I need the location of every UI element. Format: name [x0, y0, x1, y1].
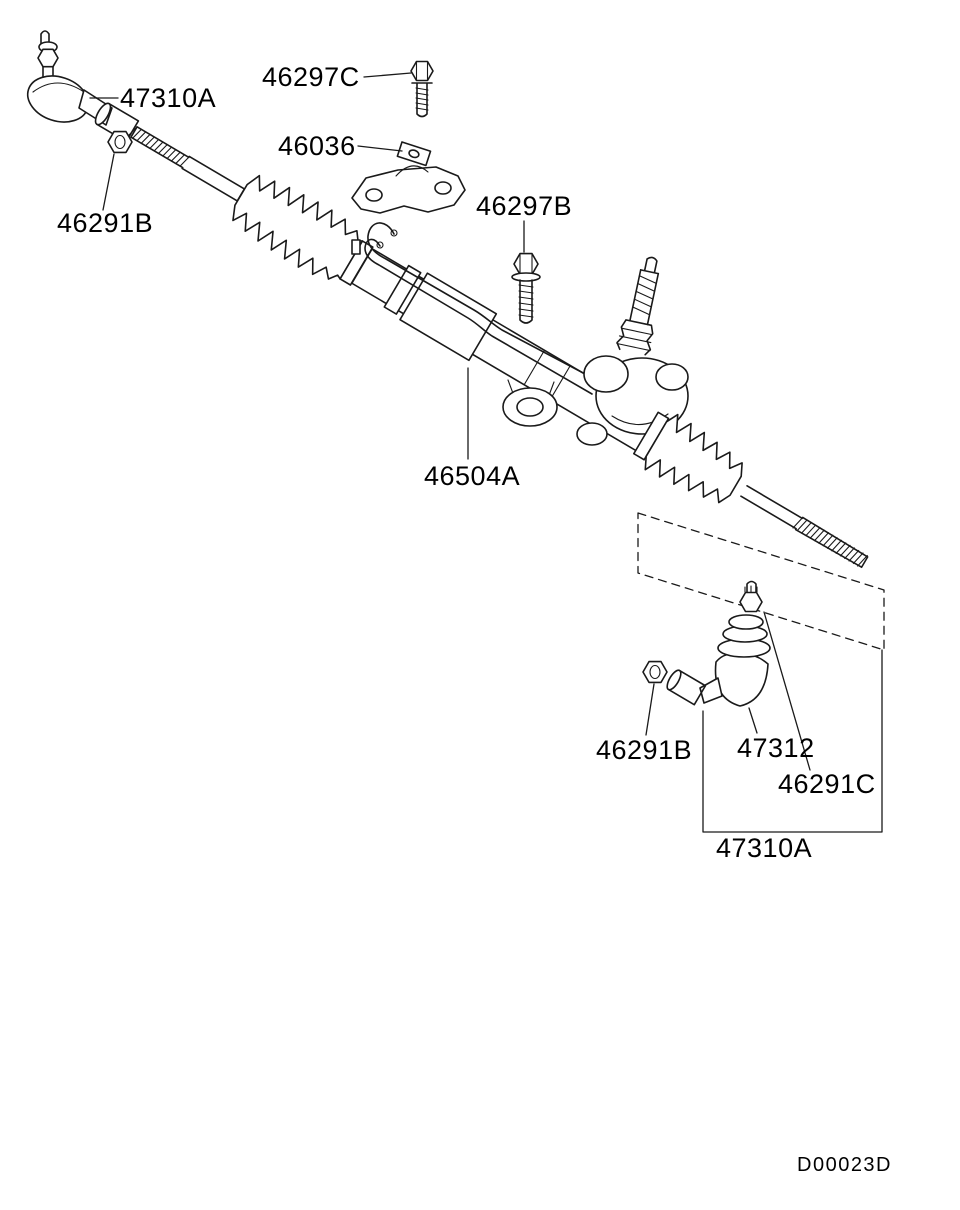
- valve-housing: [583, 355, 689, 435]
- jam-nut-left: [107, 130, 133, 154]
- part-label-46297c: 46297C: [262, 62, 360, 92]
- mount-ear: [502, 379, 558, 427]
- part-label-47312: 47312: [737, 733, 815, 763]
- part-label-47310a-bottom: 47310A: [716, 833, 812, 863]
- inner-tie-rod-left: [127, 126, 246, 202]
- assembly-region-dashed: [637, 512, 885, 651]
- castle-nut-bottom: [739, 585, 763, 613]
- leader-lines: [89, 72, 811, 771]
- boot-left: [232, 174, 374, 286]
- tie-rod-end-bottom: [666, 580, 771, 707]
- grouping-bracket: [702, 649, 883, 833]
- socket-bottom: [666, 669, 707, 706]
- bolt-46297c: [410, 60, 434, 118]
- boot-right: [633, 411, 743, 504]
- pinion-input-shaft: [616, 256, 660, 356]
- tie-rod-end-left: [26, 30, 140, 143]
- part-label-46291b-bottom: 46291B: [596, 735, 692, 765]
- part-label-46291b-left: 46291B: [57, 208, 153, 238]
- rack-tube: [351, 247, 658, 452]
- part-label-47310a-top: 47310A: [120, 83, 216, 113]
- part-label-46297b: 46297B: [476, 191, 572, 221]
- inner-tie-rod-right: [740, 485, 869, 569]
- boot-clamp-screw: [351, 239, 361, 255]
- hydraulic-pipes: [364, 222, 605, 395]
- jam-nut-bottom: [642, 660, 668, 684]
- part-label-46291c: 46291C: [778, 769, 876, 799]
- part-label-46504a: 46504A: [424, 461, 520, 491]
- bolt-46297b: [511, 252, 541, 324]
- part-label-46036: 46036: [278, 131, 356, 161]
- cylinder-bump: [576, 422, 608, 446]
- clamp-bracket-46036: [351, 141, 466, 214]
- ball-housing-bottom: [714, 653, 769, 707]
- drawing-code: D00023D: [797, 1154, 892, 1176]
- ball-stud-left: [37, 30, 59, 79]
